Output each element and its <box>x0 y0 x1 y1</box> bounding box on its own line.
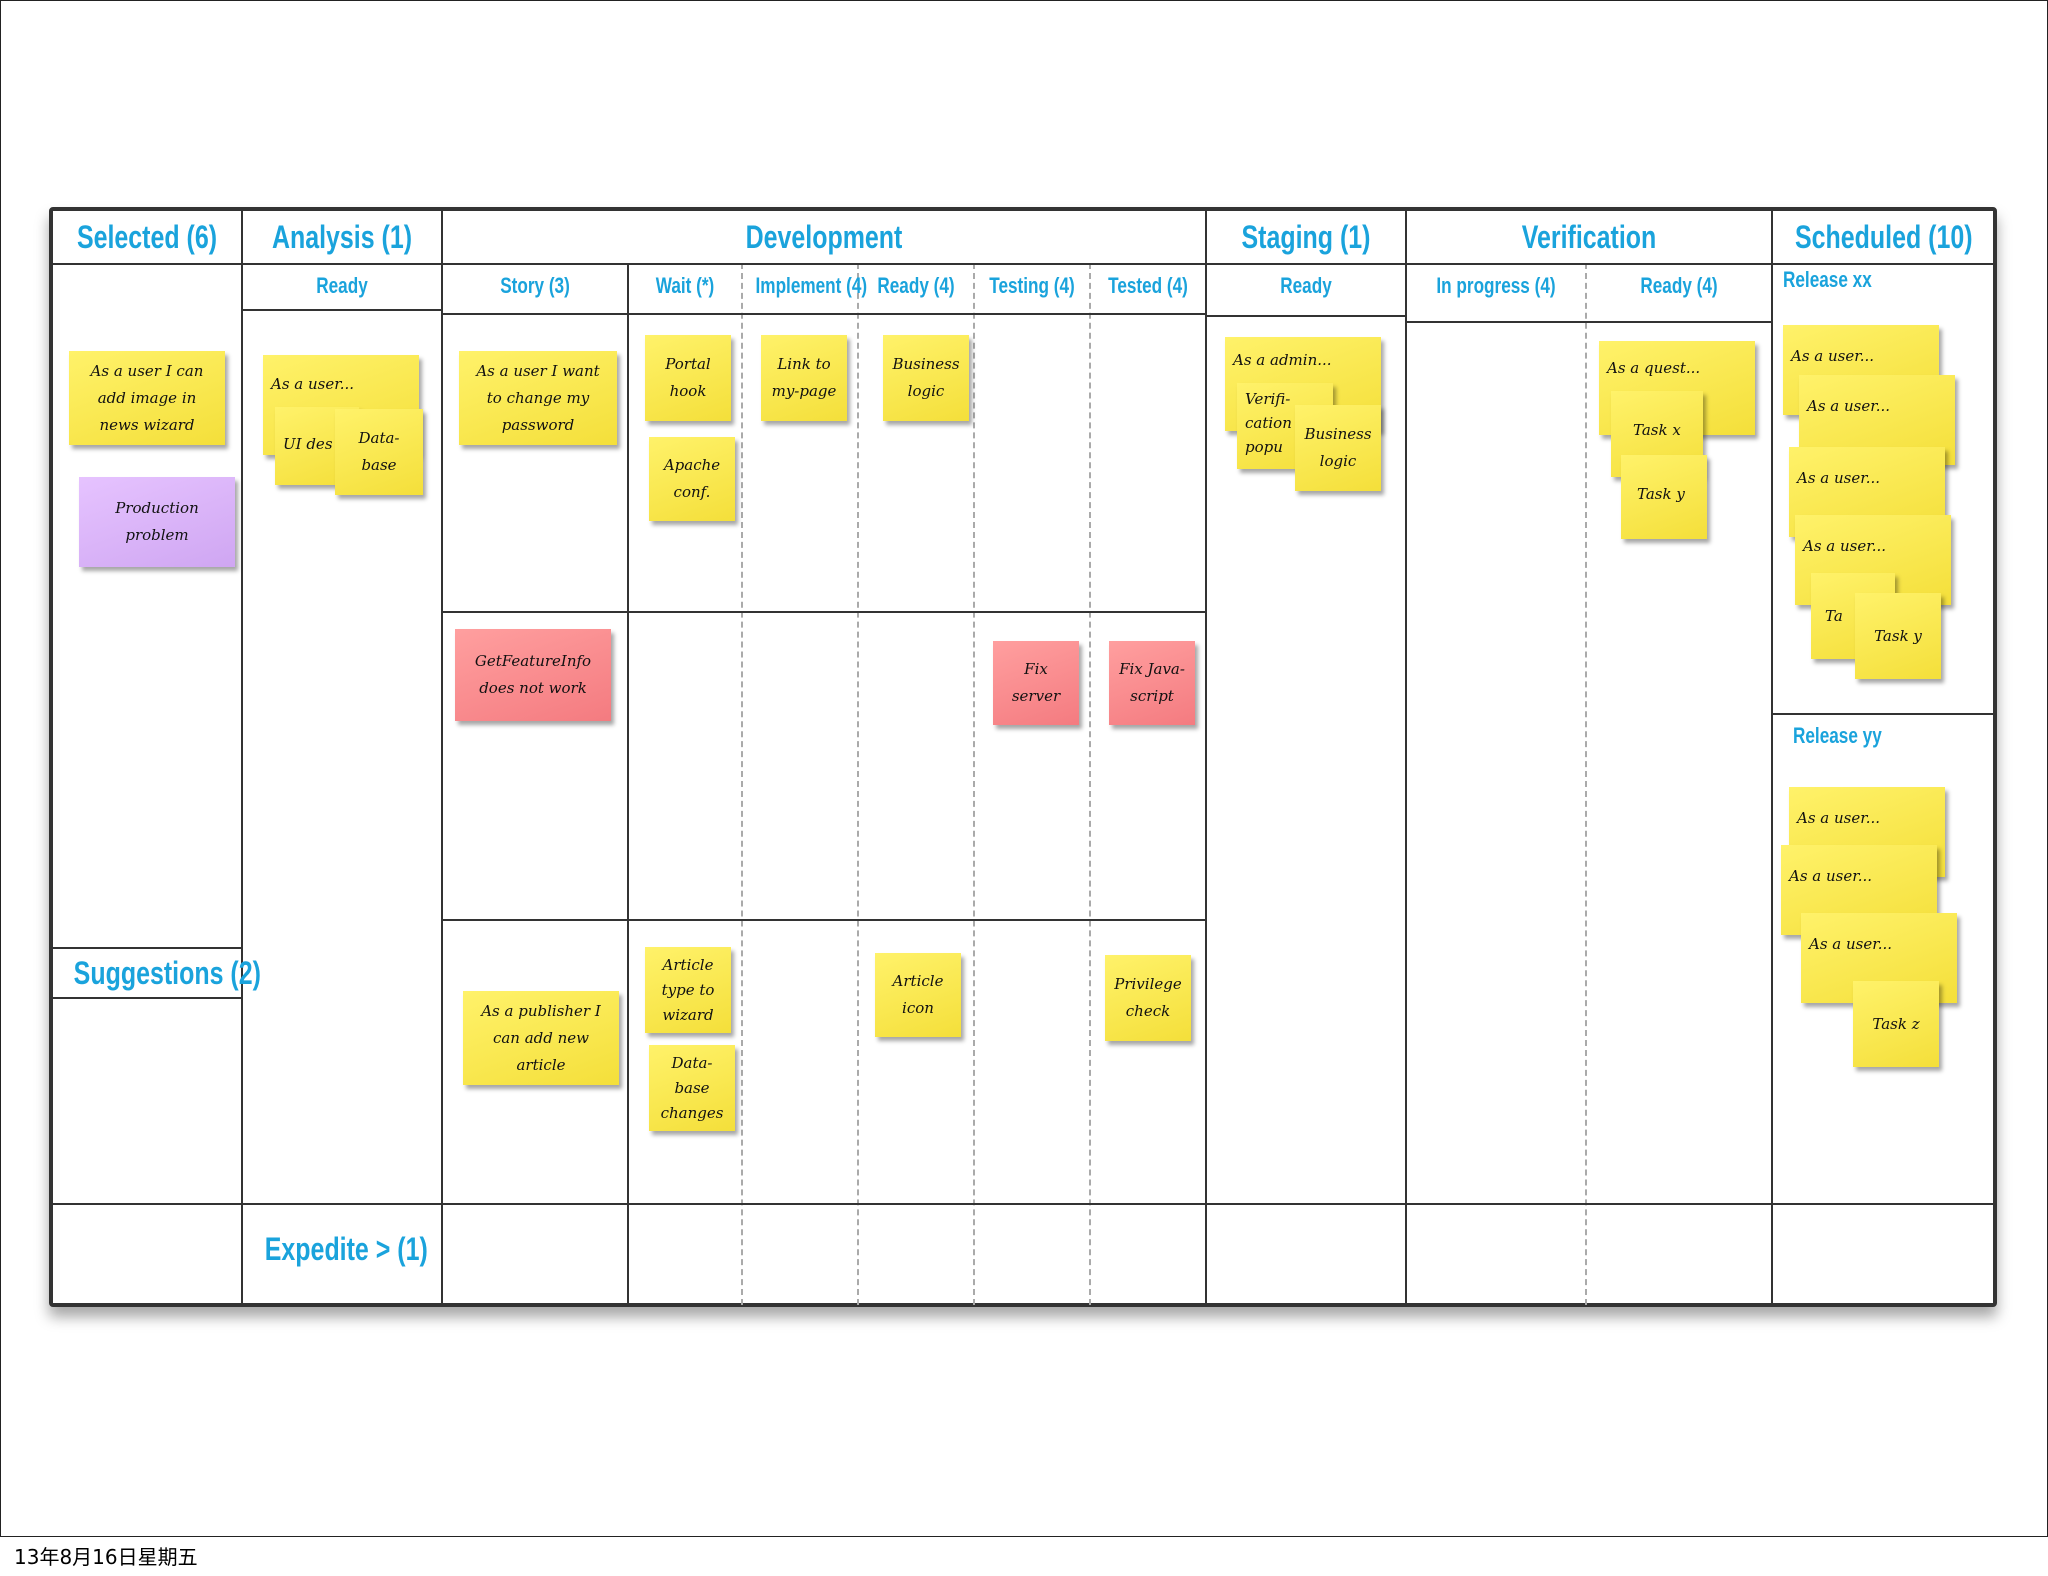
subheader-divider <box>1205 315 1407 317</box>
sticky-note[interactable]: Privilege check <box>1105 955 1191 1041</box>
subheader-implement: Implement (4) <box>755 273 868 298</box>
lane-divider <box>441 611 1207 613</box>
subheader-tested: Tested (4) <box>1108 273 1188 298</box>
column-header-analysis: Analysis (1) <box>271 219 413 255</box>
lane-divider <box>441 919 1207 921</box>
column-header-development: Development <box>745 219 903 255</box>
sticky-note[interactable]: Production problem <box>79 477 235 567</box>
suggestions-header: Suggestions (2) <box>73 955 261 991</box>
subheader-testing: Testing (4) <box>989 273 1075 298</box>
sticky-note[interactable]: Article icon <box>875 953 961 1037</box>
subheader-story: Story (3) <box>500 273 570 298</box>
divider <box>441 211 443 1305</box>
column-header-verification: Verification <box>1521 219 1657 255</box>
subheader-wait: Wait (*) <box>655 273 715 298</box>
subheader-divider <box>441 313 1207 315</box>
divider <box>1205 211 1207 1305</box>
subheader-dev-ready: Ready (4) <box>877 273 955 298</box>
sticky-note[interactable]: GetFeatureInfo does not work <box>455 629 611 721</box>
expedite-label: Expedite > (1) <box>264 1231 428 1267</box>
divider <box>1405 211 1407 1305</box>
subheader-staging-ready: Ready <box>1280 273 1332 298</box>
dashed-divider <box>1089 263 1091 1305</box>
subheader-divider <box>1405 321 1773 323</box>
sticky-note[interactable]: Business logic <box>1295 405 1381 491</box>
header-divider <box>53 263 1995 265</box>
kanban-board: Selected (6) Analysis (1) Development St… <box>49 207 1997 1307</box>
dashed-divider <box>857 263 859 1305</box>
slide: Selected (6) Analysis (1) Development St… <box>0 0 2048 1537</box>
column-header-staging: Staging (1) <box>1241 219 1371 255</box>
sticky-note[interactable]: Task z <box>1853 981 1939 1067</box>
subheader-analysis-ready: Ready <box>316 273 368 298</box>
suggestions-divider <box>53 997 243 999</box>
sticky-note[interactable]: Apache conf. <box>649 437 735 521</box>
dashed-divider <box>973 263 975 1305</box>
subheader-in-progress: In progress (4) <box>1436 273 1556 298</box>
sticky-note[interactable]: Article type to wizard <box>645 947 731 1033</box>
sticky-note[interactable]: Portal hook <box>645 335 731 421</box>
sticky-note[interactable]: Task y <box>1621 455 1707 539</box>
footer-date: 13年8月16日星期五 <box>14 1545 198 1569</box>
sticky-note[interactable]: As a user I want to change my password <box>459 351 617 445</box>
divider <box>1771 211 1773 1305</box>
divider <box>241 211 243 1305</box>
sticky-note[interactable]: Link to my-page <box>761 335 847 421</box>
subheader-release-xx: Release xx <box>1783 267 1872 292</box>
sticky-note[interactable]: Data-base <box>335 409 423 495</box>
sticky-note[interactable]: Fix server <box>993 641 1079 725</box>
sticky-note[interactable]: As a user I can add image in news wizard <box>69 351 225 445</box>
column-header-scheduled: Scheduled (10) <box>1795 219 1973 255</box>
sticky-note[interactable]: Fix Java-script <box>1109 641 1195 725</box>
release-divider <box>1771 713 1995 715</box>
sticky-note[interactable]: Data-base changes <box>649 1045 735 1131</box>
dashed-divider <box>741 263 743 1305</box>
dashed-divider <box>1585 263 1587 1305</box>
sticky-note[interactable]: As a publisher I can add new article <box>463 991 619 1085</box>
sticky-note[interactable]: Business logic <box>883 335 969 421</box>
subheader-verif-ready: Ready (4) <box>1640 273 1718 298</box>
column-header-selected: Selected (6) <box>76 219 218 255</box>
expedite-divider <box>53 1203 1995 1205</box>
subheader-release-yy: Release yy <box>1793 723 1882 748</box>
subheader-divider <box>241 309 443 311</box>
sticky-note[interactable]: Task y <box>1855 593 1941 679</box>
divider <box>627 263 629 1305</box>
suggestions-divider <box>53 947 243 949</box>
